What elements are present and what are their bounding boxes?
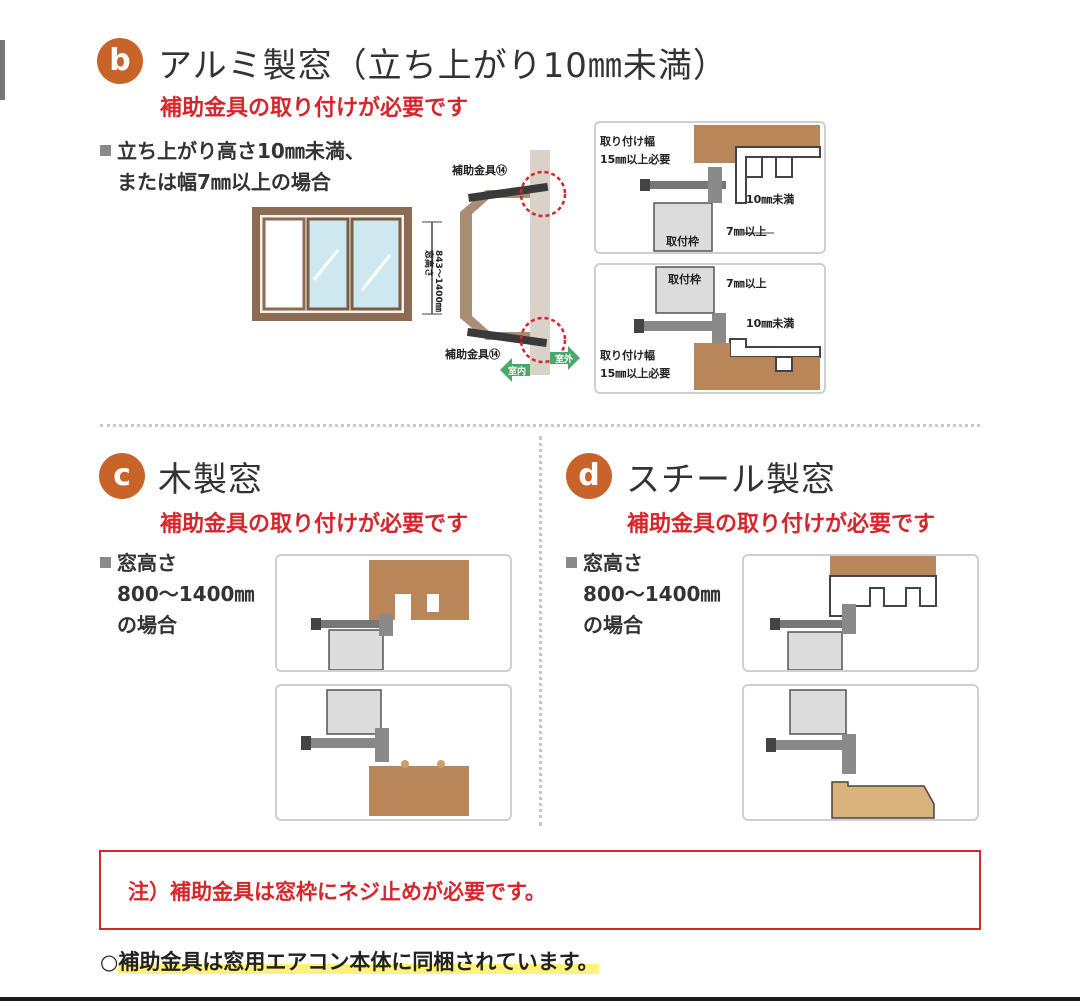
left-edge-strip	[0, 40, 5, 100]
bracket-bottom-label: 補助金具⑭	[444, 347, 500, 361]
detail-bottom-rise: 10㎜未満	[746, 316, 794, 330]
section-c-title: 木製窓	[158, 460, 263, 500]
detail-bottom-width-label: 取り付け幅	[600, 348, 655, 362]
section-d-cond-2: 800〜1400㎜	[583, 582, 721, 606]
section-b-title: アルミ製窓（立ち上がり10㎜未満）	[158, 46, 728, 86]
section-c-cond-2: 800〜1400㎜	[117, 582, 255, 606]
bottom-note: ○補助金具は窓用エアコン本体に同梱されています。	[100, 946, 599, 976]
section-c-condition: 窓高さ 800〜1400㎜ の場合	[100, 548, 254, 641]
section-d-cond-3: の場合	[583, 613, 643, 637]
detail-top-frame: 取付枠	[666, 234, 699, 248]
detail-top-width-label: 取り付け幅	[600, 134, 655, 148]
bullet-square-icon	[566, 557, 577, 568]
window-height-label: 窓高さ	[423, 250, 435, 277]
bracket-top	[468, 182, 549, 202]
section-c-cond-3: の場合	[117, 613, 177, 637]
detail-circle-bottom	[519, 316, 567, 364]
bullet-square-icon	[100, 557, 111, 568]
window-range-label: 843〜1400㎜	[433, 250, 443, 312]
bottom-note-text: 補助金具は窓用エアコン本体に同梱されています。	[118, 950, 599, 974]
detail-panel-top: 取り付け幅 15㎜以上必要 10㎜未満 取付枠 7㎜以上	[594, 121, 826, 254]
bracket-top-label: 補助金具⑭	[451, 163, 507, 177]
detail-bottom-width-value: 15㎜以上必要	[600, 366, 670, 380]
detail-panel-bottom: 取付枠 7㎜以上 10㎜未満 取り付け幅 15㎜以上必要	[594, 263, 826, 394]
section-d-cond-1: 窓高さ	[583, 551, 643, 575]
dotted-separator-vertical	[539, 436, 542, 826]
wood-sill	[369, 766, 469, 816]
condition-line-1: 立ち上がり高さ10㎜未満、	[117, 139, 365, 163]
note-box	[99, 850, 981, 930]
indoor-label: 室内	[508, 365, 526, 377]
bracket-bottom	[466, 328, 548, 348]
detail-circle-top	[519, 170, 567, 218]
section-b-condition: 立ち上がり高さ10㎜未満、 または幅7㎜以上の場合	[100, 136, 365, 198]
section-b-subtitle: 補助金具の取り付けが必要です	[160, 96, 469, 121]
section-d-panel-top	[742, 554, 979, 672]
section-b-badge: b	[97, 38, 143, 84]
section-d-subtitle: 補助金具の取り付けが必要です	[627, 512, 936, 537]
condition-line-2: または幅7㎜以上の場合	[117, 170, 331, 194]
detail-bottom-min: 7㎜以上	[726, 276, 767, 290]
section-d-title: スチール製窓	[626, 460, 836, 500]
detail-top-min: 7㎜以上	[726, 224, 767, 238]
outdoor-label: 室外	[555, 353, 573, 365]
section-d-condition: 窓高さ 800〜1400㎜ の場合	[566, 548, 720, 641]
dotted-separator-horizontal	[100, 424, 980, 427]
detail-top-rise: 10㎜未満	[746, 192, 794, 206]
detail-top-width-value: 15㎜以上必要	[600, 152, 670, 166]
section-c-subtitle: 補助金具の取り付けが必要です	[160, 512, 469, 537]
note-text: 注）補助金具は窓枠にネジ止めが必要です。	[128, 880, 546, 904]
section-c-badge: c	[99, 453, 145, 499]
section-c-panel-top	[275, 554, 512, 672]
section-c-cond-1: 窓高さ	[117, 551, 177, 575]
circle-mark: ○	[100, 950, 119, 974]
section-d-badge: d	[566, 453, 612, 499]
section-d-panel-bottom	[742, 684, 979, 821]
bottom-border	[0, 997, 1080, 1001]
wood-frame	[369, 560, 469, 620]
section-b-window-diagram: 窓高さ 843〜1400㎜ 補助金具⑭ 補助金具⑭ 室内 室外	[252, 150, 580, 382]
detail-bottom-frame: 取付枠	[668, 272, 701, 286]
section-c-panel-bottom	[275, 684, 512, 821]
bullet-square-icon	[100, 145, 111, 156]
